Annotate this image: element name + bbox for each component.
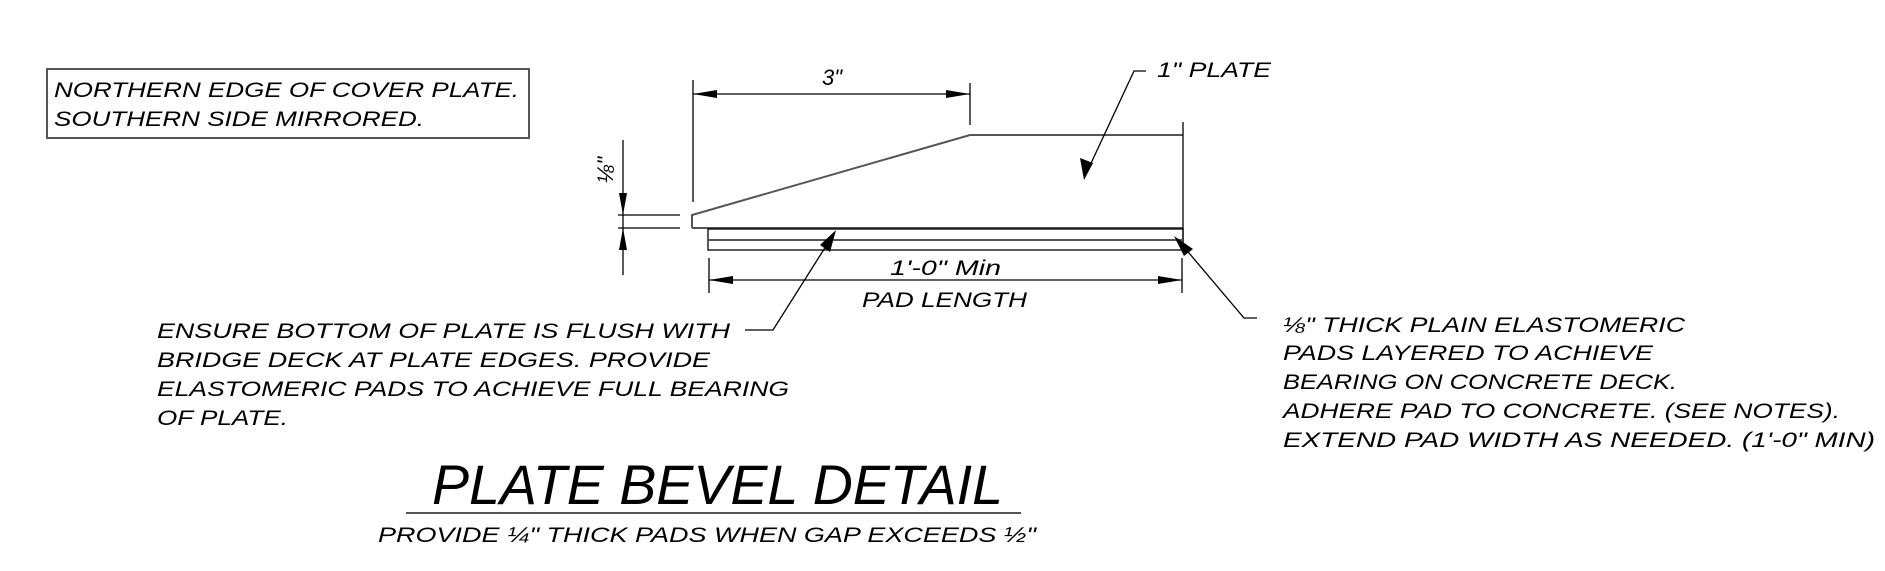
bevel-length-label: 3" xyxy=(822,65,843,90)
detail-title-block: PLATE BEVEL DETAIL PROVIDE ¼" THICK PADS… xyxy=(378,453,1038,547)
plate-outline xyxy=(691,122,1184,250)
pad-note-callout: ⅛" THICK PLAIN ELASTOMERIC PADS LAYERED … xyxy=(1174,236,1875,452)
pad-note-line: ADHERE PAD TO CONCRETE. (SEE NOTES). xyxy=(1280,400,1840,423)
detail-subtitle: PROVIDE ¼" THICK PADS WHEN GAP EXCEEDS ½… xyxy=(378,524,1038,547)
edge-thickness-dimension: ⅛" xyxy=(593,140,680,275)
flush-note-line: BRIDGE DECK AT PLATE EDGES. PROVIDE xyxy=(157,349,711,372)
note-box-line: NORTHERN EDGE OF COVER PLATE. xyxy=(54,79,519,102)
note-box: NORTHERN EDGE OF COVER PLATE. SOUTHERN S… xyxy=(46,68,530,139)
note-box-line: SOUTHERN SIDE MIRRORED. xyxy=(54,108,424,131)
flush-note-callout: ENSURE BOTTOM OF PLATE IS FLUSH WITH BRI… xyxy=(157,230,836,430)
flush-note-line: ELASTOMERIC PADS TO ACHIEVE FULL BEARING xyxy=(157,378,789,401)
edge-thickness-label: ⅛" xyxy=(593,156,618,183)
pad-min-label: 1'-0" Min xyxy=(890,257,1001,280)
pad-note-line: BEARING ON CONCRETE DECK. xyxy=(1283,371,1677,394)
pad-note-line: EXTEND PAD WIDTH AS NEEDED. (1'-0" MIN) xyxy=(1283,429,1875,452)
bevel-length-dimension: 3" xyxy=(692,65,971,202)
pad-note-line: ⅛" THICK PLAIN ELASTOMERIC xyxy=(1283,314,1686,337)
detail-title: PLATE BEVEL DETAIL xyxy=(432,453,1003,516)
pad-note-line: PADS LAYERED TO ACHIEVE xyxy=(1283,342,1654,365)
flush-note-line: OF PLATE. xyxy=(157,407,288,430)
elastomeric-pads xyxy=(707,228,1184,251)
plate-callout: 1" PLATE xyxy=(1080,59,1272,180)
pad-length-dimension: 1'-0" Min PAD LENGTH xyxy=(708,257,1183,312)
pad-length-label: PAD LENGTH xyxy=(862,289,1028,312)
flush-note-line: ENSURE BOTTOM OF PLATE IS FLUSH WITH xyxy=(157,320,731,343)
plate-callout-label: 1" PLATE xyxy=(1157,59,1272,82)
